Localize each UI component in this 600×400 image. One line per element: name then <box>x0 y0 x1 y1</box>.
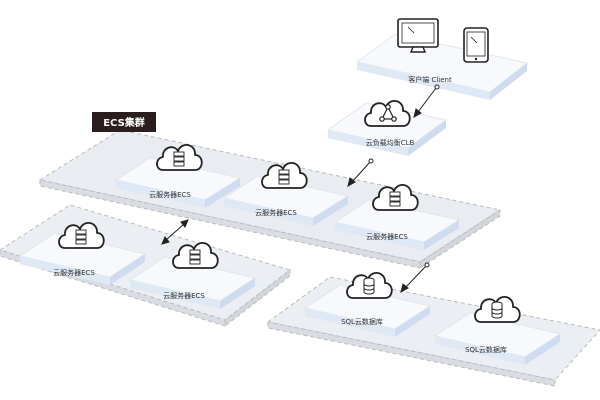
sql-label: SQL云数据库 <box>341 317 383 326</box>
load-balancer-label: 云负载均衡CLB <box>366 138 415 147</box>
server-icon <box>173 151 185 167</box>
ecs-label: 云服务器ECS <box>163 291 205 300</box>
load-balancer-icon <box>379 104 397 122</box>
sql-node: SQL云数据库 <box>303 272 432 337</box>
server-icon <box>75 229 87 245</box>
connector-ecs-bidirectional <box>161 219 189 245</box>
sql-label: SQL云数据库 <box>465 345 507 354</box>
database-icon <box>491 301 503 319</box>
cluster-tag-text: ECS集群 <box>103 116 145 129</box>
cluster-tag: ECS集群 <box>92 112 156 132</box>
database-icon <box>363 277 375 295</box>
ecs-node: 云服务器ECS <box>18 222 147 285</box>
connector-client-to-lb <box>413 84 440 119</box>
ecs-node: 云服务器ECS <box>333 184 461 250</box>
ecs-label: 云服务器ECS <box>149 190 191 199</box>
ecs-label: 云服务器ECS <box>53 268 95 277</box>
load-balancer-node: 云负载均衡CLB <box>326 100 448 156</box>
client-node: 客户端 Client <box>355 18 529 100</box>
ecs-node: 云服务器ECS <box>128 242 257 309</box>
ecs-node: 云服务器ECS <box>222 162 350 226</box>
sql-node: SQL云数据库 <box>433 296 562 365</box>
server-icon <box>189 249 201 265</box>
tablet-icon <box>463 27 489 63</box>
connector-to-database <box>400 262 430 294</box>
monitor-icon <box>397 18 439 53</box>
client-label: 客户端 Client <box>408 75 452 84</box>
ecs-label: 云服务器ECS <box>366 232 408 241</box>
connector-lb-to-cluster <box>347 158 374 188</box>
server-icon <box>389 191 401 207</box>
ecs-label: 云服务器ECS <box>255 208 297 217</box>
ecs-node: 云服务器ECS <box>114 144 242 208</box>
server-icon <box>278 169 290 185</box>
